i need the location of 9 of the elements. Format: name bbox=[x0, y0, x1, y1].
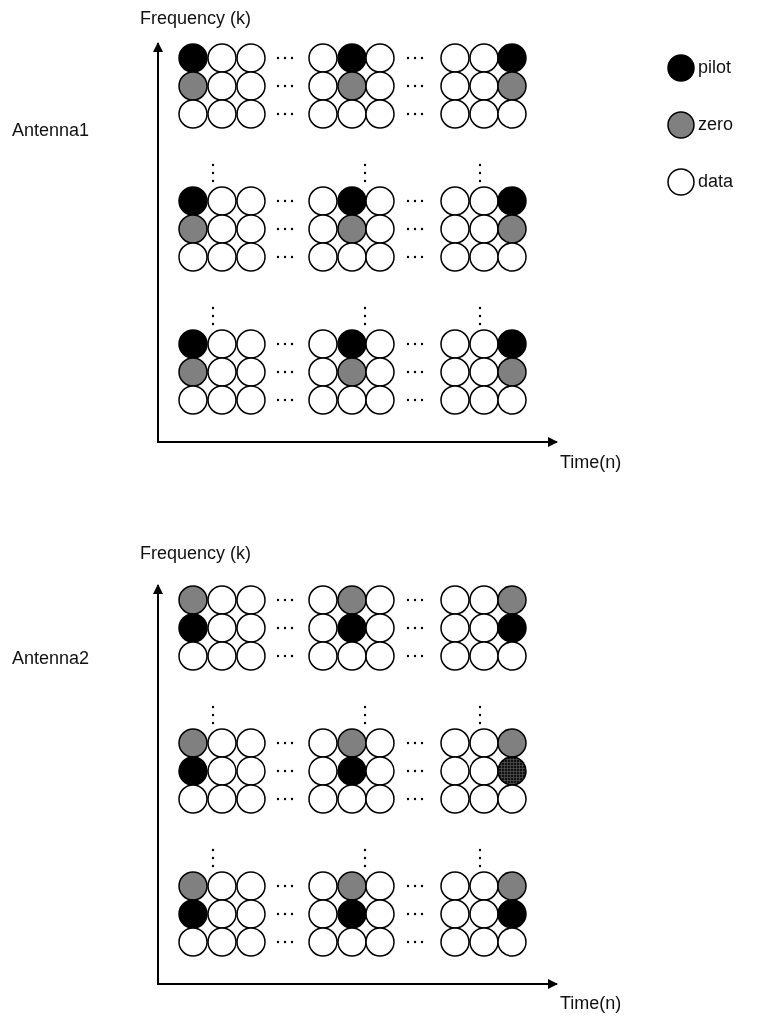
antenna-label: Antenna1 bbox=[12, 121, 90, 139]
legend-label: zero bbox=[698, 115, 733, 133]
legend-label: pilot bbox=[698, 58, 732, 76]
axis-label: Frequency (k) bbox=[140, 9, 252, 27]
axis-label: Frequency (k) bbox=[140, 544, 252, 562]
legend-label: data bbox=[698, 172, 734, 190]
antenna-label: Antenna2 bbox=[12, 649, 90, 667]
axis-label: Time(n) bbox=[560, 994, 622, 1012]
axis-label: Time(n) bbox=[560, 453, 622, 471]
